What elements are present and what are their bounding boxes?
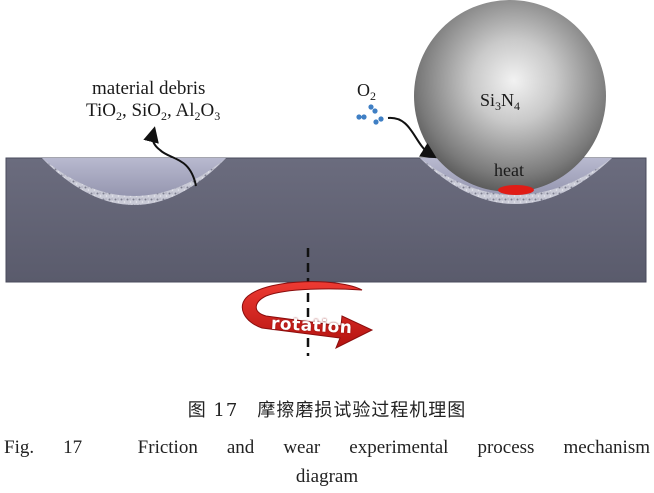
caption-english-line2: diagram: [295, 466, 359, 487]
mechanism-diagram: [5, 0, 647, 356]
rotation-arrow: [241, 281, 374, 350]
formula-subscript: 2: [115, 109, 122, 123]
debris-layer-right: [420, 158, 612, 204]
oxygen-label: O2: [357, 80, 376, 104]
formula-part: TiO: [86, 100, 116, 121]
formula-subscript: 2: [194, 109, 201, 123]
debris-label: material debris: [92, 78, 206, 99]
debris-formula-label: TiO2, SiO2, Al2O3: [86, 100, 220, 124]
debris-arrow: [143, 126, 197, 187]
heat-label: heat: [494, 160, 524, 180]
heat-spot: [498, 185, 534, 195]
formula-subscript: 2: [161, 109, 168, 123]
formula-subscript: 2: [370, 89, 376, 103]
formula-part: , SiO: [121, 100, 162, 121]
ball-material-label: Si3N4: [480, 90, 520, 114]
oxygen-molecules: [356, 104, 384, 125]
caption-english-line1: Fig. 17 Friction and wear experimental p…: [4, 437, 650, 458]
rotation-label: rotation: [270, 313, 353, 339]
formula-part: O: [200, 100, 215, 121]
formula-part: O: [357, 80, 370, 100]
si3n4-ball: [414, 0, 606, 192]
formula-subscript: 3: [214, 109, 221, 123]
formula-part: , Al: [167, 100, 195, 121]
caption-chinese: 图 17 摩擦磨损试验过程机理图: [187, 400, 467, 421]
formula-part: Si: [480, 90, 496, 110]
formula-subscript: 4: [514, 99, 521, 113]
formula-subscript: 3: [495, 99, 502, 113]
formula-part: N: [501, 90, 515, 110]
oxygen-arrow: [387, 116, 437, 159]
debris-layer-left: [42, 158, 226, 205]
